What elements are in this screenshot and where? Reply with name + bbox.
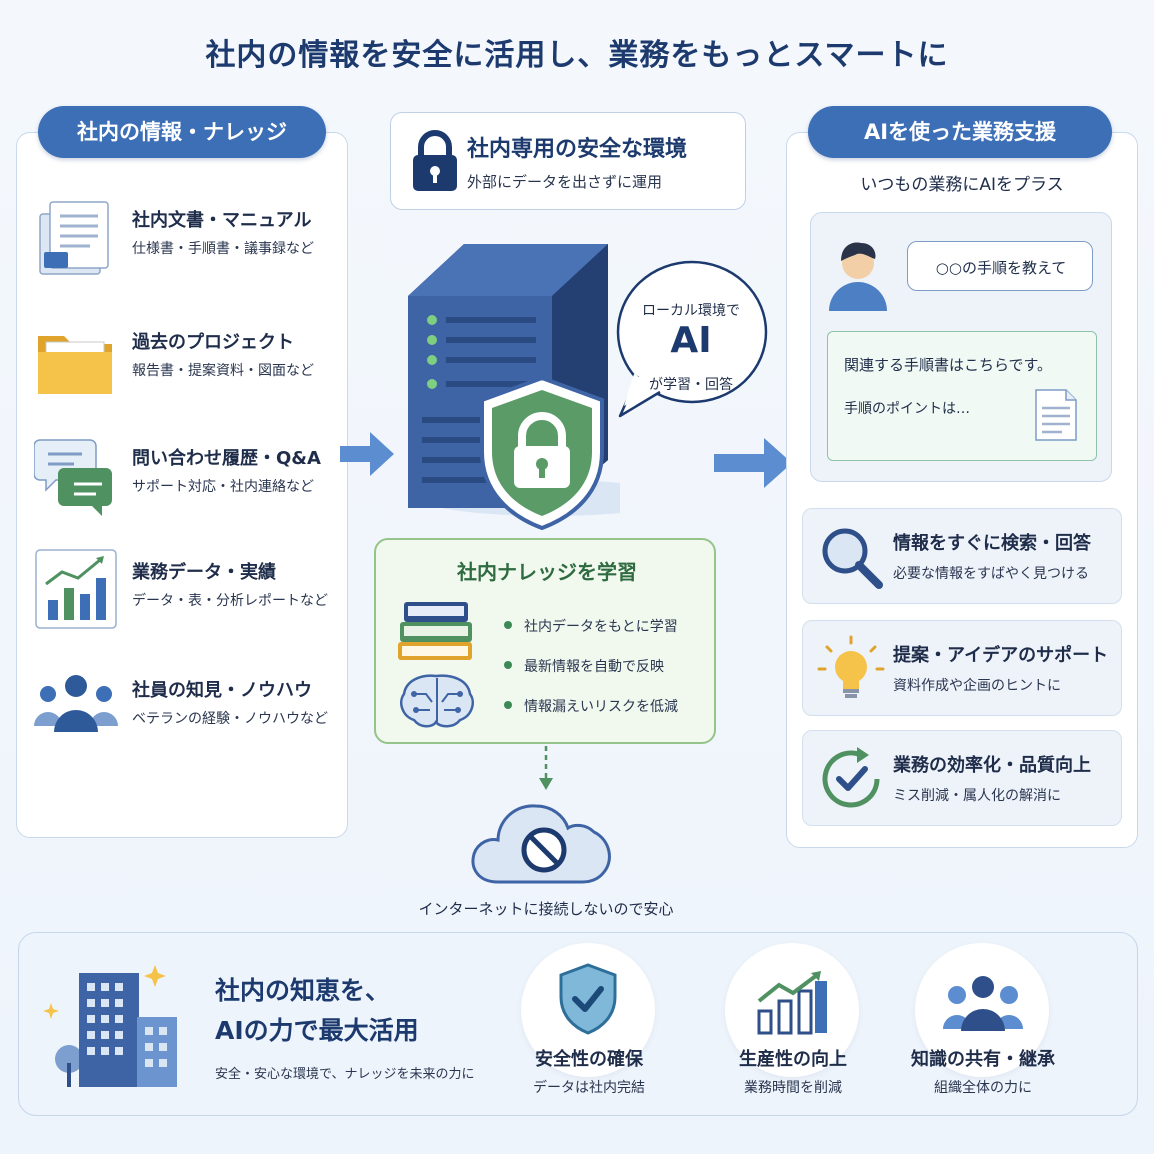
learning-bullet: 社内データをもとに学習 bbox=[504, 616, 678, 636]
bar-chart-icon bbox=[35, 549, 117, 629]
documents-icon bbox=[39, 201, 109, 275]
feature-knowledge: 知識の共有・継承 組織全体の力に bbox=[893, 1045, 1073, 1097]
left-item-title: 社内文書・マニュアル bbox=[132, 210, 312, 231]
feature-title: 知識の共有・継承 bbox=[911, 1049, 1055, 1070]
feature-sub: 業務時間を削減 bbox=[744, 1080, 842, 1096]
books-icon bbox=[398, 602, 472, 660]
left-item-knowhow: 社員の知見・ノウハウ ベテランの経験・ノウハウなど bbox=[34, 666, 344, 754]
ai-bubble-top: ローカル環境で bbox=[642, 303, 740, 319]
dashed-arrow-down-icon bbox=[539, 746, 553, 790]
arrow-right-icon bbox=[340, 432, 394, 476]
bottom-headline-2: AIの力で最大活用 bbox=[215, 1016, 419, 1045]
chat-question-bubble: ○○の手順を教えて bbox=[907, 241, 1093, 291]
search-icon bbox=[822, 528, 883, 589]
left-item-sub: データ・表・分析レポートなど bbox=[132, 593, 328, 609]
left-item-sub: 仕様書・手順書・議事録など bbox=[132, 241, 314, 257]
team-icon bbox=[943, 976, 1023, 1031]
feature-title: 安全性の確保 bbox=[535, 1049, 643, 1070]
shield-check-icon bbox=[559, 963, 617, 1035]
feature-productivity: 生産性の向上 業務時間を削減 bbox=[703, 1045, 883, 1097]
lock-icon bbox=[413, 130, 457, 191]
chat-answer-line2: 手順のポイントは… bbox=[844, 401, 970, 417]
learning-title: 社内ナレッジを学習 bbox=[457, 560, 637, 584]
learning-box: 社内ナレッジを学習 社内データをもとに学習 最新情報を自動で反映 情報漏えいリス… bbox=[374, 538, 716, 744]
check-cycle-icon bbox=[822, 747, 880, 808]
feature-card-efficiency: 業務の効率化・品質向上 ミス削減・属人化の解消に bbox=[802, 730, 1122, 826]
feature-card-title: 情報をすぐに検索・回答 bbox=[893, 533, 1091, 554]
left-item-sub: ベテランの経験・ノウハウなど bbox=[132, 711, 328, 727]
feature-sub: 組織全体の力に bbox=[934, 1080, 1032, 1096]
feature-card-title: 提案・アイデアのサポート bbox=[893, 645, 1109, 666]
feature-safety: 安全性の確保 データは社内完結 bbox=[499, 1045, 679, 1097]
page-title: 社内の情報を安全に活用し、業務をもっとスマートに bbox=[205, 38, 949, 73]
left-item-title: 社員の知見・ノウハウ bbox=[132, 680, 312, 701]
people-group-icon bbox=[34, 675, 118, 732]
chat-answer-line1: 関連する手順書はこちらです。 bbox=[844, 356, 1053, 374]
chat-question: ○○の手順を教えて bbox=[935, 259, 1067, 277]
lightbulb-icon bbox=[817, 635, 885, 698]
ai-bubble-bottom: が学習・回答 bbox=[649, 377, 733, 393]
learning-bullet: 情報漏えいリスクを低減 bbox=[504, 696, 678, 716]
secure-env-title: 社内専用の安全な環境 bbox=[467, 137, 688, 162]
cloud-blocked-icon bbox=[471, 804, 611, 884]
left-item-data: 業務データ・実績 データ・表・分析レポートなど bbox=[34, 548, 344, 636]
document-icon bbox=[1035, 389, 1077, 441]
feature-card-sub: 必要な情報をすばやく見つける bbox=[893, 566, 1089, 582]
feature-sub: データは社内完結 bbox=[533, 1080, 645, 1096]
left-panel-header: 社内の情報・ナレッジ bbox=[38, 106, 326, 158]
left-item-sub: 報告書・提案資料・図面など bbox=[132, 363, 314, 379]
left-item-projects: 過去のプロジェクト 報告書・提案資料・図面など bbox=[34, 318, 344, 406]
left-item-title: 過去のプロジェクト bbox=[132, 332, 294, 353]
feature-card-sub: ミス削減・属人化の解消に bbox=[893, 788, 1061, 804]
user-avatar-icon bbox=[829, 242, 887, 311]
chat-answer-bubble: 関連する手順書はこちらです。 手順のポイントは… bbox=[827, 331, 1097, 461]
left-item-title: 業務データ・実績 bbox=[132, 562, 276, 583]
brain-circuit-icon bbox=[400, 674, 474, 728]
bottom-tagline: 安全・安心な環境で、ナレッジを未来の力に bbox=[215, 1067, 475, 1082]
left-item-documents: 社内文書・マニュアル 仕様書・手順書・議事録など bbox=[34, 196, 344, 284]
cloud-caption: インターネットに接続しないので安心 bbox=[418, 900, 674, 918]
left-item-qa: 問い合わせ履歴・Q&A サポート対応・社内連絡など bbox=[34, 434, 344, 522]
feature-card-ideas: 提案・アイデアのサポート 資料作成や企画のヒントに bbox=[802, 620, 1122, 716]
growth-chart-icon bbox=[757, 971, 827, 1035]
secure-env-sub: 外部にデータを出さずに運用 bbox=[467, 173, 663, 191]
learning-bullet: 最新情報を自動で反映 bbox=[504, 656, 664, 676]
left-item-title: 問い合わせ履歴・Q&A bbox=[132, 448, 321, 469]
left-item-sub: サポート対応・社内連絡など bbox=[132, 479, 314, 495]
shield-lock-icon bbox=[480, 375, 604, 531]
secure-env-box: 社内専用の安全な環境 外部にデータを出さずに運用 bbox=[390, 112, 746, 210]
bottom-headline-1: 社内の知恵を、 bbox=[215, 976, 391, 1005]
right-panel-sub: いつもの業務にAIをプラス bbox=[860, 175, 1064, 195]
right-panel-header: AIを使った業務支援 bbox=[808, 106, 1112, 158]
folder-icon bbox=[38, 336, 112, 394]
office-building-icon bbox=[43, 965, 177, 1087]
feature-card-sub: 資料作成や企画のヒントに bbox=[893, 678, 1061, 694]
bottom-banner: 社内の知恵を、 AIの力で最大活用 安全・安心な環境で、ナレッジを未来の力に 安… bbox=[18, 932, 1138, 1116]
feature-card-search: 情報をすぐに検索・回答 必要な情報をすばやく見つける bbox=[802, 508, 1122, 604]
arrow-right-icon bbox=[714, 438, 792, 488]
ai-bubble-ai: AI bbox=[670, 320, 712, 361]
ai-bubble: ローカル環境で AI が学習・回答 bbox=[612, 256, 770, 418]
feature-card-title: 業務の効率化・品質向上 bbox=[893, 755, 1091, 776]
feature-title: 生産性の向上 bbox=[739, 1049, 847, 1070]
chat-bubbles-icon bbox=[34, 439, 112, 516]
chat-example-box: ○○の手順を教えて 関連する手順書はこちらです。 手順のポイントは… bbox=[810, 212, 1112, 482]
